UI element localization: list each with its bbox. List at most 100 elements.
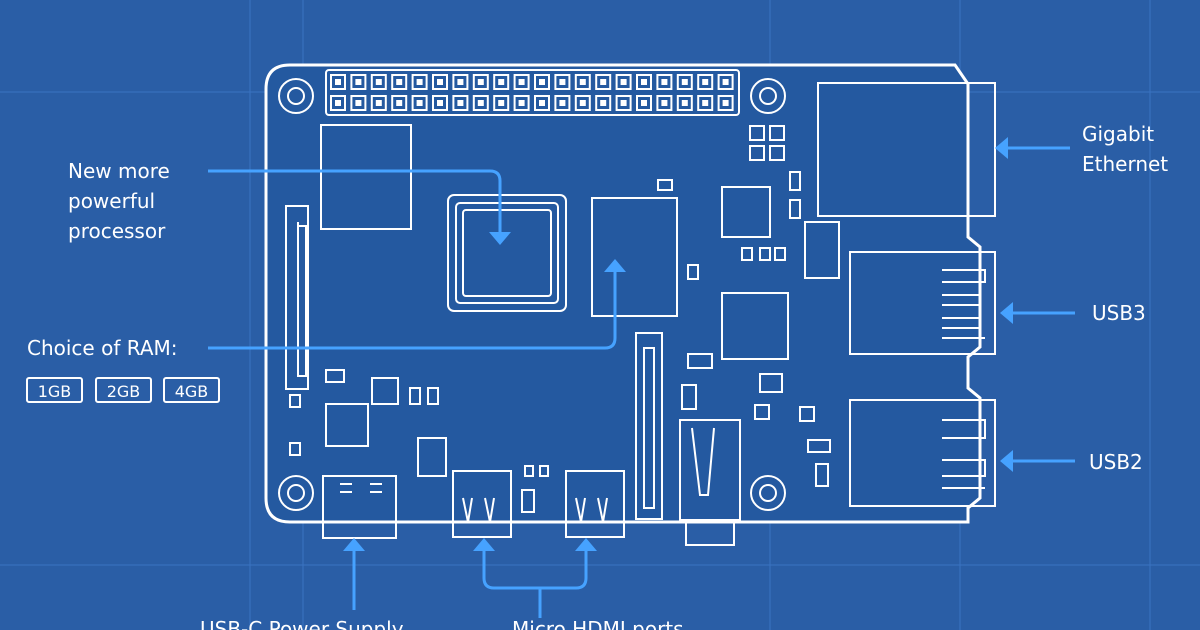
gpio-pin-dot	[559, 100, 566, 106]
gpio-pin	[493, 95, 510, 111]
usb2-label: USB2	[1089, 450, 1143, 474]
gpio-pin	[452, 95, 469, 111]
gpio-pin	[411, 95, 428, 111]
gpio-pin-dot	[641, 100, 647, 106]
gpio-pin	[656, 95, 673, 111]
hdmi-arrow-line	[482, 548, 588, 618]
gpio-pin-dot	[661, 100, 668, 106]
gpio-pin-dot	[335, 79, 341, 85]
gpio-pin-dot	[518, 100, 525, 106]
gpio-pin	[534, 74, 550, 90]
ethernet-port	[817, 82, 996, 217]
gpio-header	[325, 69, 740, 116]
gpio-pin-dot	[498, 100, 505, 106]
ethernet-arrow-head	[995, 137, 1008, 159]
usb2-arrow-head	[1000, 450, 1013, 472]
gpio-pin-dot	[375, 100, 382, 106]
processor-chip	[447, 194, 567, 312]
processor-arrow-line	[208, 169, 502, 232]
gpio-pin	[391, 74, 408, 90]
gpio-pin-dot	[559, 79, 566, 85]
camera-connector	[635, 332, 663, 520]
gpio-pin	[472, 95, 489, 111]
gpio-pin	[432, 74, 448, 90]
gpio-pin-dot	[722, 79, 729, 85]
hdmi-arrow-head-1	[473, 538, 495, 551]
gpio-pin	[411, 74, 428, 90]
ram-chip	[591, 197, 678, 317]
gpio-pin	[350, 74, 367, 90]
gpio-pin	[717, 95, 734, 111]
gpio-pin	[676, 74, 693, 90]
audio-jack	[679, 419, 741, 546]
usb2-port	[849, 399, 996, 507]
gpio-pin	[636, 95, 652, 111]
gpio-pin-dot	[518, 79, 525, 85]
small-components	[289, 125, 840, 513]
gpio-pin	[370, 74, 387, 90]
gpio-pin-dot	[396, 100, 403, 106]
gpio-pin-dot	[681, 100, 688, 106]
gpio-pin	[330, 95, 346, 111]
usb-c-port	[322, 475, 397, 539]
hdmi-arrow-head-2	[575, 538, 597, 551]
ram-option-4gb: 4GB	[163, 377, 220, 403]
gpio-pin	[452, 74, 469, 90]
display-connector	[285, 205, 309, 390]
gpio-pin-dot	[355, 100, 362, 106]
ethernet-label: Gigabit Ethernet	[1082, 122, 1169, 176]
gpio-pin-dot	[681, 79, 688, 85]
gpio-pin	[513, 74, 530, 90]
gpio-pin	[513, 95, 530, 111]
ram-label: Choice of RAM:	[27, 336, 178, 360]
gpio-pin	[432, 95, 448, 111]
gpio-pin-dot	[457, 79, 464, 85]
gpio-pin	[534, 95, 550, 111]
gpio-pin	[350, 95, 367, 111]
processor-arrow-head	[489, 232, 511, 245]
usb3-port	[849, 251, 996, 355]
gpio-pin	[595, 74, 612, 90]
gpio-pin	[697, 95, 714, 111]
gpio-pin-dot	[437, 79, 443, 85]
usb3-arrow-head	[1000, 302, 1013, 324]
gpio-pin-dot	[641, 79, 647, 85]
gpio-pin-dot	[579, 79, 586, 85]
wifi-module	[320, 124, 412, 230]
gpio-pin	[370, 95, 387, 111]
gpio-pin	[574, 74, 591, 90]
gpio-pin-dot	[722, 100, 729, 106]
gpio-pin	[595, 95, 612, 111]
gpio-pin	[676, 95, 693, 111]
gpio-pin	[656, 74, 673, 90]
gpio-pin-dot	[661, 79, 668, 85]
gpio-pin-dot	[539, 100, 545, 106]
board-outline	[264, 63, 982, 524]
hdmi-label: Micro HDMI ports	[512, 617, 684, 630]
power-arrow-head	[343, 538, 365, 551]
gpio-pin	[717, 74, 734, 90]
gpio-pin-dot	[579, 100, 586, 106]
gpio-pin-dot	[457, 100, 464, 106]
gpio-pin-dot	[539, 79, 545, 85]
gpio-pin	[554, 74, 571, 90]
gpio-pin-dot	[477, 79, 484, 85]
mounting-holes	[278, 78, 786, 511]
gpio-pin	[493, 74, 510, 90]
gpio-pin-dot	[375, 79, 382, 85]
gpio-pin	[554, 95, 571, 111]
processor-label: New more powerful processor	[68, 159, 170, 243]
ram-option-2gb: 2GB	[95, 377, 152, 403]
ram-arrow-line	[208, 270, 617, 350]
gpio-pin-dot	[355, 79, 362, 85]
gpio-pin-dot	[702, 100, 709, 106]
gpio-pin	[391, 95, 408, 111]
gpio-pin-dot	[437, 100, 443, 106]
gpio-pin-dot	[396, 79, 403, 85]
gpio-pin-dot	[600, 79, 607, 85]
ram-option-1gb: 1GB	[26, 377, 83, 403]
gpio-pin	[472, 74, 489, 90]
gpio-pin-dot	[477, 100, 484, 106]
